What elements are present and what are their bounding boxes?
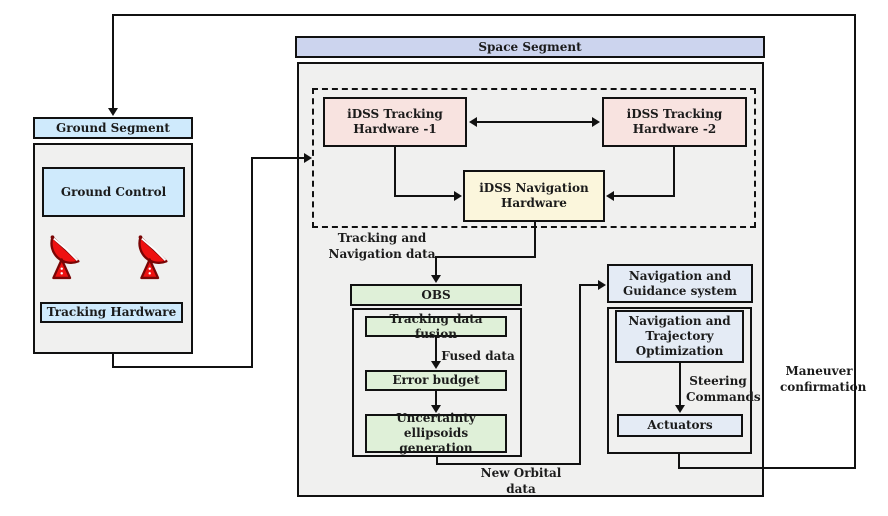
nav-trajectory-optimization-box: Navigation and Trajectory Optimization (615, 310, 744, 363)
space-segment-header: Space Segment (295, 36, 765, 58)
new-orbital-data-label: New Orbital data (480, 466, 562, 496)
uncertainty-ellipsoids-box: Uncertainty ellipsoids generation (365, 411, 507, 455)
steering-commands-label: Steering Commands (686, 374, 761, 404)
idss-tracking-hardware-1-box: iDSS Tracking Hardware -1 (323, 97, 467, 147)
ground-control-box: Ground Control (42, 167, 185, 217)
idss-navigation-hardware-box: iDSS Navigation Hardware (463, 170, 605, 222)
obs-header: OBS (350, 284, 522, 306)
ground-segment-header: Ground Segment (33, 117, 193, 139)
satellite-dish-icon (50, 235, 80, 280)
idss-tracking-hardware-2-box: iDSS Tracking Hardware -2 (602, 97, 747, 147)
tracking-data-fusion-box: Tracking data fusion (365, 312, 507, 341)
error-budget-box: Error budget (365, 370, 507, 391)
navigation-guidance-header: Navigation and Guidance system (607, 264, 753, 303)
tracking-navigation-data-label: Tracking and Navigation data (328, 231, 436, 261)
satellite-dish-icon (138, 235, 168, 280)
maneuver-confirmation-label: Maneuver confirmation (780, 364, 867, 394)
tracking-hardware-box: Tracking Hardware (40, 302, 183, 323)
actuators-box: Actuators (617, 414, 743, 437)
arrowhead-to-ground-segment (108, 108, 118, 116)
fused-data-label: Fused data (441, 349, 515, 363)
